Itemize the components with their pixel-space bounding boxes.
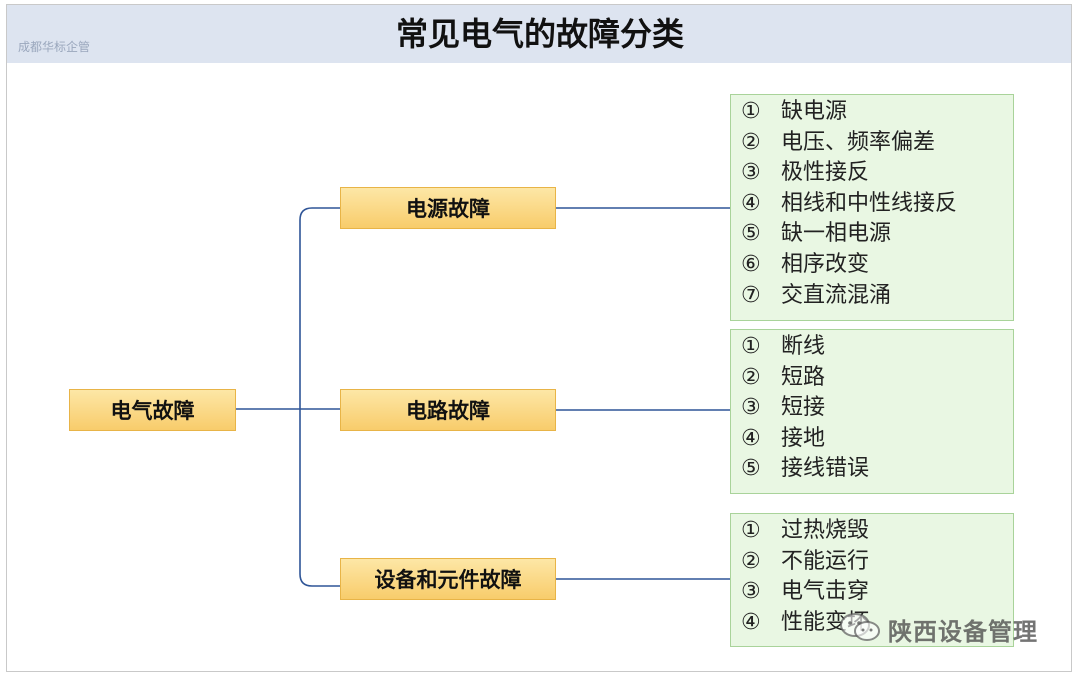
item-text: 不能运行	[781, 548, 870, 574]
item-number: ④	[741, 425, 761, 451]
item-number: ⑦	[741, 282, 761, 308]
item-number: ⑤	[741, 456, 761, 482]
item-number: ①	[741, 334, 761, 359]
list-item: ④ 接地	[741, 424, 1013, 455]
item-text: 相线和中性线接反	[781, 190, 958, 216]
branch-node-equipment: 设备和元件故障	[340, 558, 556, 600]
item-text: 短接	[781, 395, 826, 421]
item-text: 过热烧毁	[781, 518, 870, 543]
item-text: 缺一相电源	[781, 221, 892, 247]
item-text: 短路	[781, 364, 826, 390]
branch-node-power: 电源故障	[340, 187, 556, 229]
item-number: ⑥	[741, 251, 761, 277]
header-watermark: 成都华标企管	[18, 40, 91, 54]
list-item: ③ 短接	[741, 393, 1013, 424]
item-number: ①	[741, 518, 761, 543]
item-text: 极性接反	[781, 160, 870, 186]
list-box-power: ① 缺电源 ② 电压、频率偏差 ③ 极性接反 ④ 相线和中性线接反 ⑤ 缺一相电源 ⑥ 相序…	[730, 94, 1014, 321]
header-bar	[7, 5, 1071, 63]
item-text: 交直流混涌	[781, 282, 892, 308]
item-number: ①	[741, 99, 761, 124]
item-text: 相序改变	[781, 251, 870, 277]
list-item: ⑤ 缺一相电源	[741, 219, 1013, 250]
item-number: ②	[741, 548, 761, 574]
list-item: ⑥ 相序改变	[741, 250, 1013, 281]
footer-watermark: 陕西设备管理	[888, 618, 1038, 646]
list-item: ② 不能运行	[741, 547, 1013, 578]
item-number: ④	[741, 609, 761, 635]
list-item: ① 断线	[741, 332, 1013, 363]
item-text: 缺电源	[781, 99, 848, 124]
item-number: ③	[741, 160, 761, 186]
list-item: ⑦ 交直流混涌	[741, 281, 1013, 312]
item-number: ②	[741, 129, 761, 155]
list-item: ③ 极性接反	[741, 158, 1013, 189]
item-text: 电压、频率偏差	[781, 129, 936, 155]
item-number: ③	[741, 579, 761, 605]
wechat-icon	[840, 613, 880, 641]
list-item: ① 过热烧毁	[741, 516, 1013, 547]
branch-node-circuit: 电路故障	[340, 389, 556, 431]
item-number: ⑤	[741, 221, 761, 247]
trunk-connector	[299, 207, 340, 587]
item-text: 断线	[781, 334, 826, 359]
list-item: ② 电压、频率偏差	[741, 128, 1013, 159]
list-item: ④ 相线和中性线接反	[741, 189, 1013, 220]
list-box-circuit: ① 断线 ② 短路 ③ 短接 ④ 接地 ⑤ 接线错误	[730, 329, 1014, 494]
item-number: ②	[741, 364, 761, 390]
list-item: ⑤ 接线错误	[741, 454, 1013, 485]
item-number: ④	[741, 190, 761, 216]
list-item: ② 短路	[741, 363, 1013, 394]
item-text: 电气击穿	[781, 579, 870, 605]
item-text: 接线错误	[781, 456, 870, 482]
item-number: ③	[741, 395, 761, 421]
list-item: ① 缺电源	[741, 97, 1013, 128]
root-node: 电气故障	[69, 389, 236, 431]
list-item: ③ 电气击穿	[741, 577, 1013, 608]
item-text: 接地	[781, 425, 826, 451]
page-title: 常见电气的故障分类	[395, 15, 684, 53]
